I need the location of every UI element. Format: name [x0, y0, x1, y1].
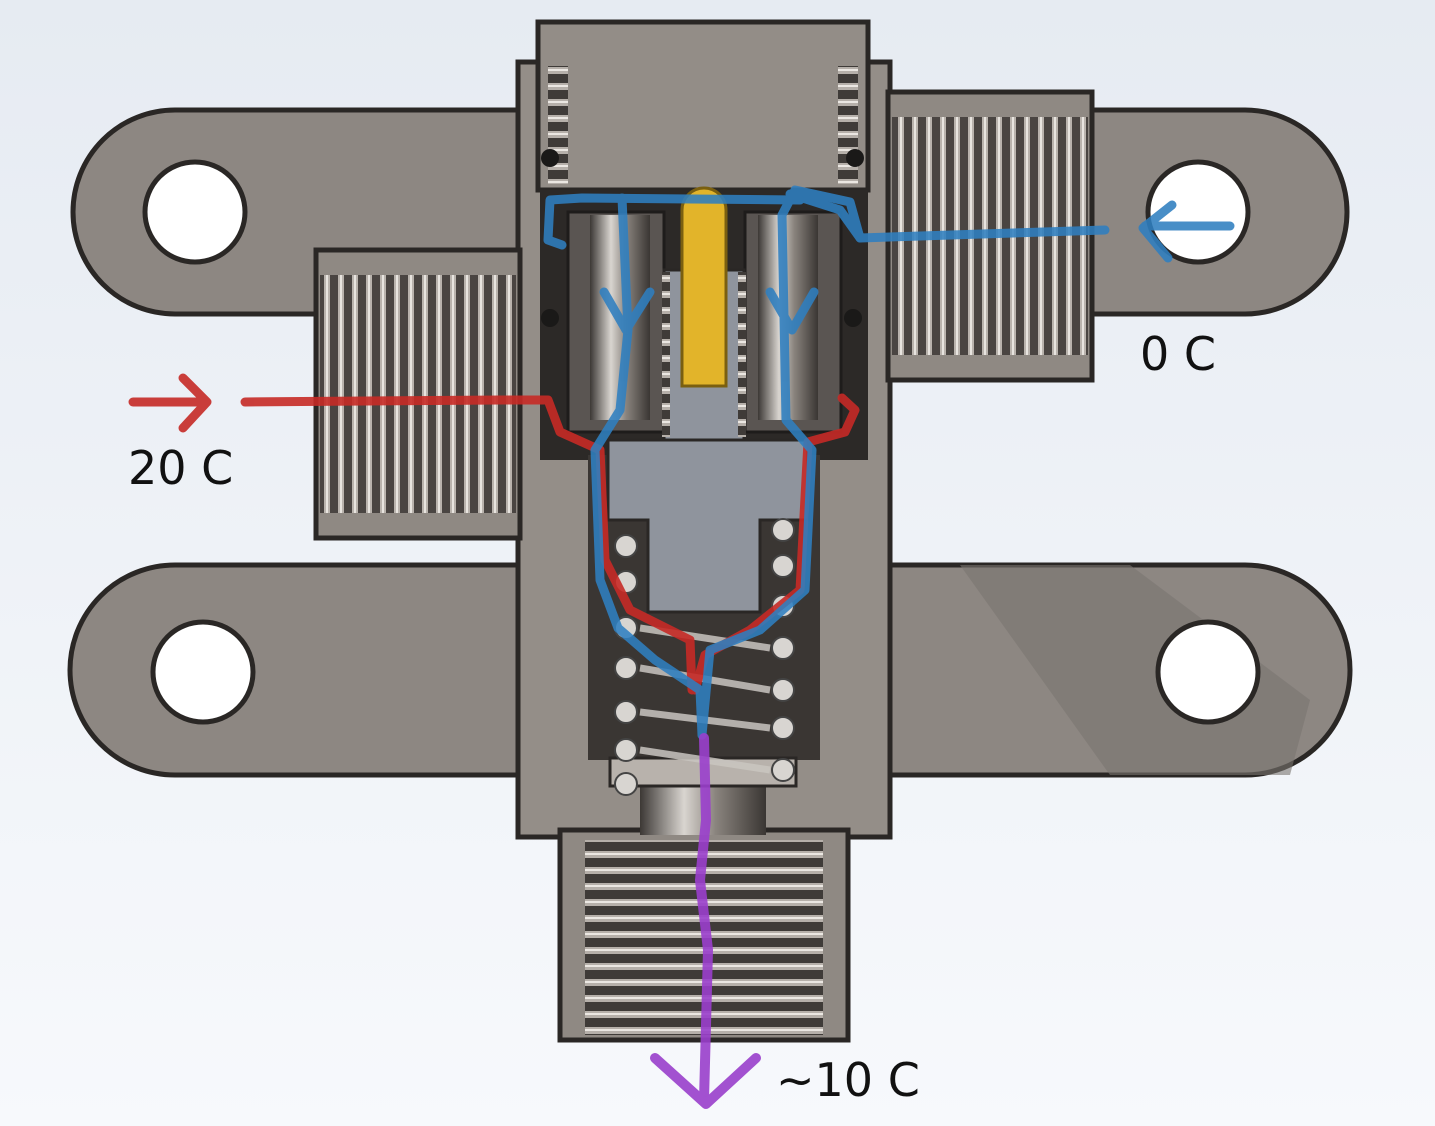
- o-ring-3: [541, 309, 559, 327]
- mixed-flow-path: [650, 733, 761, 1109]
- cold-inlet-arrow-head: [1138, 200, 1177, 263]
- mounting-hole-bottom-right: [1155, 619, 1261, 725]
- bonnet-cap: [535, 19, 871, 193]
- mounting-hole-top-left: [142, 159, 248, 265]
- hot-inlet-arrow-head: [178, 373, 212, 433]
- thermostatic-pin: [680, 186, 728, 388]
- cold-flow-path: [543, 185, 1235, 740]
- element-stem-thread-left: [662, 272, 670, 437]
- element-stem-thread-right: [738, 272, 746, 437]
- cold-inlet-label: 0 C: [1140, 327, 1216, 381]
- mixed-outlet-arrow-head: [650, 1053, 761, 1109]
- mixed-outlet-label: ~10 C: [776, 1053, 920, 1107]
- o-ring-2: [846, 149, 864, 167]
- hot-inlet-thread: [320, 275, 516, 513]
- mounting-hole-bottom-left: [150, 619, 256, 725]
- mounting-hole-top-right: [1145, 159, 1251, 265]
- flange-shadow: [960, 565, 1310, 775]
- o-ring-4: [844, 309, 862, 327]
- cold-down-arrow-left: [599, 287, 655, 335]
- cold-down-arrow-right: [765, 287, 819, 335]
- hot-inlet-label: 20 C: [128, 441, 233, 495]
- o-ring-1: [541, 149, 559, 167]
